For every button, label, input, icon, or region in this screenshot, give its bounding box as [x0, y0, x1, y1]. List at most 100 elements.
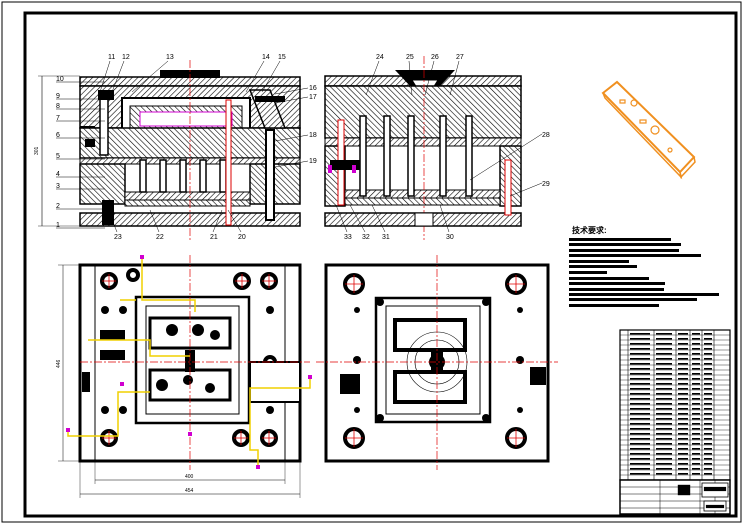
bom-text-placeholder [678, 358, 688, 360]
bom-text-placeholder [704, 453, 712, 455]
bom-text-placeholder [704, 388, 712, 390]
bom-text-placeholder [692, 458, 700, 460]
part-number-29: 29 [542, 181, 550, 188]
bom-text-placeholder [704, 448, 712, 450]
bom-text-placeholder [656, 413, 672, 415]
bom-text-placeholder [678, 388, 688, 390]
bom-text-placeholder [692, 353, 700, 355]
bom-text-placeholder [678, 468, 688, 470]
part-number-32: 32 [362, 234, 370, 241]
part-number-3: 3 [56, 183, 60, 190]
bom-text-placeholder [692, 373, 700, 375]
leader-line [371, 204, 386, 233]
bom-text-placeholder [656, 443, 672, 445]
leader-line [449, 60, 460, 96]
bom-text-placeholder [678, 368, 688, 370]
bom-text-placeholder [656, 423, 672, 425]
part-number-10: 10 [56, 76, 64, 83]
bom-text-placeholder [692, 338, 700, 340]
bom-text-placeholder [704, 418, 712, 420]
bom-text-placeholder [678, 443, 688, 445]
bom-text-placeholder [704, 378, 712, 380]
bom-text-placeholder [704, 438, 712, 440]
part-number-1: 1 [56, 222, 60, 229]
bom-text-placeholder [630, 373, 650, 375]
leader-line [227, 209, 242, 233]
bom-text-placeholder [630, 358, 650, 360]
bom-text-placeholder [704, 433, 712, 435]
bom-text-placeholder [656, 363, 672, 365]
inner-border [23, 11, 738, 518]
part-number-7: 7 [56, 115, 60, 122]
bom-text-placeholder [692, 358, 700, 360]
bom-text-placeholder [704, 403, 712, 405]
bom-text-placeholder [656, 438, 672, 440]
technical-requirements: 技术要求: [569, 225, 719, 307]
bom-text-placeholder [704, 473, 712, 475]
bom-cell [677, 484, 691, 496]
bom-text-placeholder [692, 388, 700, 390]
tech-requirements-title: 技术要求: [572, 225, 607, 235]
bom-text-placeholder [692, 378, 700, 380]
bom-text-placeholder [704, 348, 712, 350]
bom-text-placeholder [704, 338, 712, 340]
bom-text-placeholder [704, 413, 712, 415]
part-number-26: 26 [431, 54, 439, 61]
leader-line [335, 204, 348, 233]
left-section-view [79, 60, 301, 240]
bom-text-placeholder [630, 453, 650, 455]
bom-text-placeholder [630, 438, 650, 440]
bom-text-placeholder [704, 458, 712, 460]
leader-line [424, 60, 435, 96]
part-number-2: 2 [56, 203, 60, 210]
bom-text-placeholder [656, 373, 672, 375]
part-number-24: 24 [376, 54, 384, 61]
bom-text-placeholder [704, 393, 712, 395]
leader-line [349, 204, 366, 233]
bom-text-placeholder [678, 453, 688, 455]
bom-cell [703, 486, 727, 492]
bom-text-placeholder [692, 428, 700, 430]
bom-text-placeholder [692, 438, 700, 440]
leader-line [509, 182, 543, 197]
bom-text-placeholder [704, 333, 712, 335]
leader-line [99, 60, 111, 93]
bom-text-placeholder [656, 338, 672, 340]
bom-text-placeholder [678, 378, 688, 380]
bom-text-placeholder [656, 458, 672, 460]
plan-width-inner-dimension: 400 [185, 474, 194, 480]
part-number-31: 31 [382, 234, 390, 241]
right-plan-view [316, 255, 558, 470]
bom-text-placeholder [656, 428, 672, 430]
leader-line [131, 60, 169, 93]
bom-text-placeholder [704, 463, 712, 465]
part-number-9: 9 [56, 93, 60, 100]
bom-text-placeholder [678, 473, 688, 475]
bom-text-placeholder [678, 333, 688, 335]
bom-text-placeholder [630, 348, 650, 350]
bom-text-placeholder [656, 388, 672, 390]
bom-text-placeholder [630, 458, 650, 460]
part-number-30: 30 [446, 234, 454, 241]
bom-text-placeholder [704, 383, 712, 385]
bom-text-placeholder [678, 413, 688, 415]
bom-text-placeholder [630, 418, 650, 420]
bom-text-placeholder [630, 383, 650, 385]
bom-text-placeholder [692, 343, 700, 345]
part-number-21: 21 [210, 234, 218, 241]
part-number-22: 22 [156, 234, 164, 241]
bom-text-placeholder [630, 468, 650, 470]
bom-text-placeholder [656, 418, 672, 420]
bom-text-placeholder [704, 343, 712, 345]
bom-text-placeholder [630, 403, 650, 405]
bom-text-placeholder [678, 348, 688, 350]
bom-text-placeholder [692, 463, 700, 465]
bom-text-placeholder [704, 358, 712, 360]
part-number-8: 8 [56, 103, 60, 110]
bom-text-placeholder [630, 368, 650, 370]
bom-text-placeholder [678, 338, 688, 340]
part-number-14: 14 [262, 54, 270, 61]
bom-text-placeholder [692, 453, 700, 455]
